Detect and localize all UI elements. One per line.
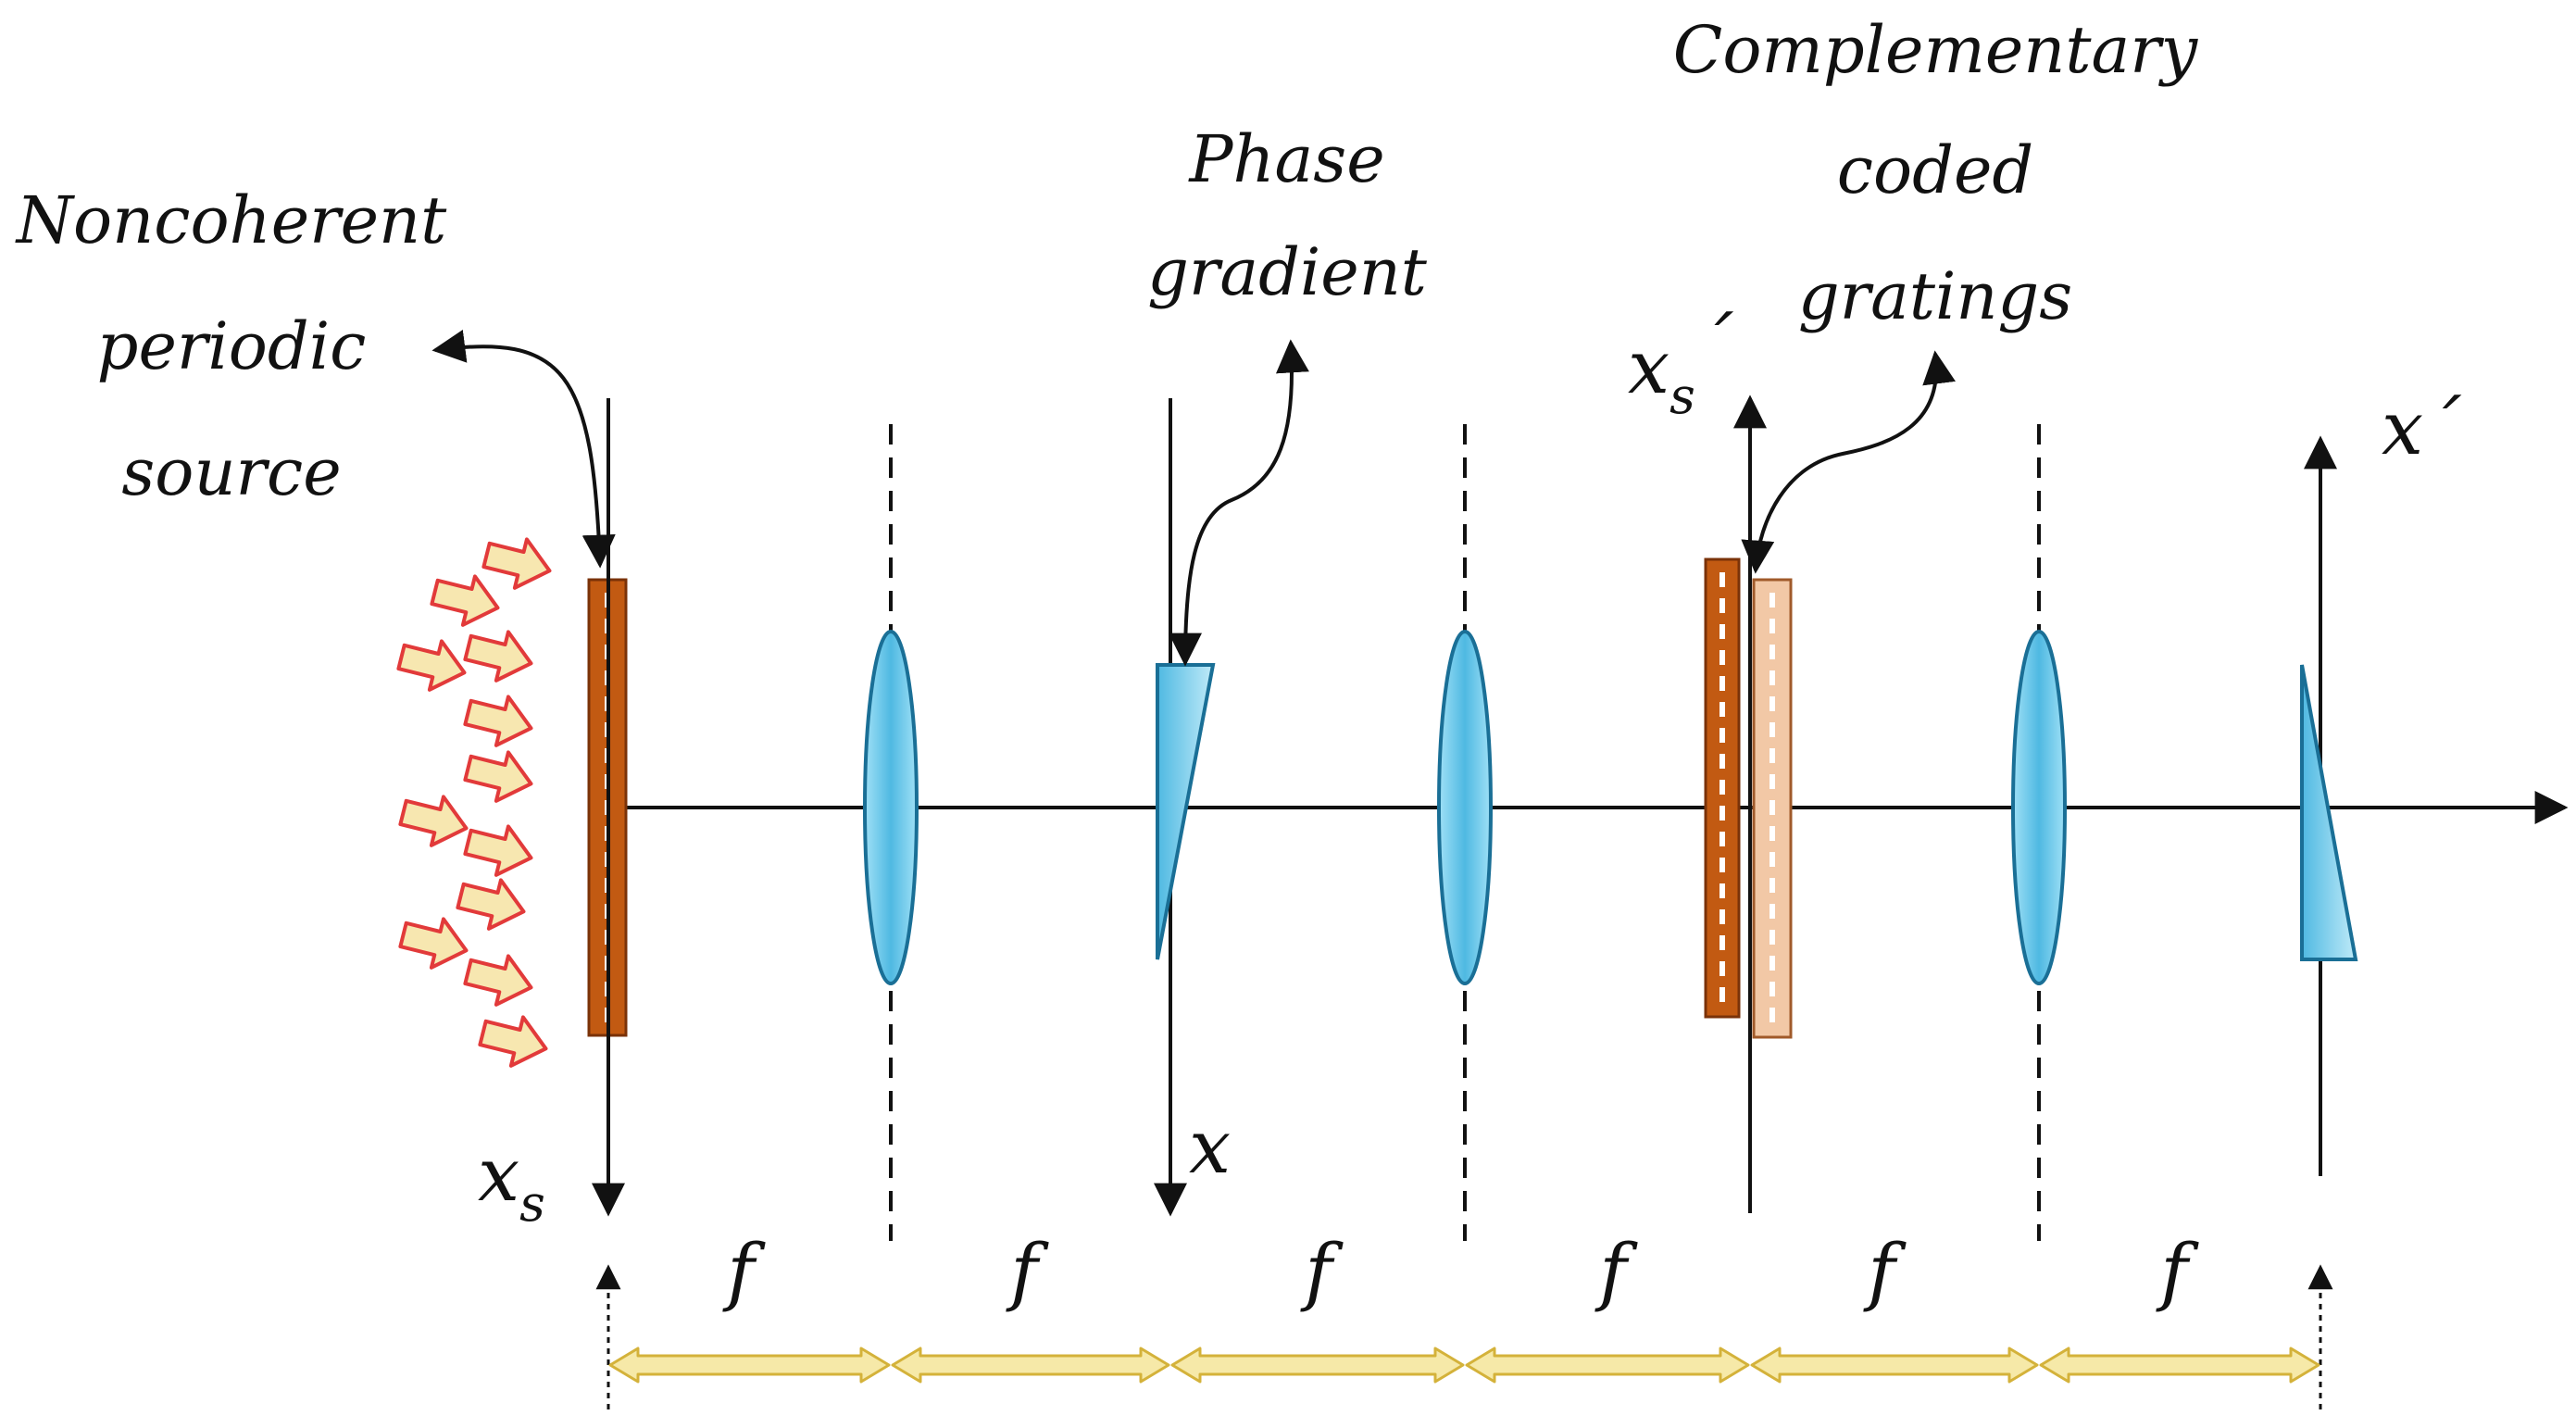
focal-span-arrow-4 xyxy=(1465,1347,1750,1384)
x-label: x xyxy=(1189,1104,1231,1190)
light-arrow-12 xyxy=(478,1015,548,1068)
phase-pointer-arrow xyxy=(1169,339,1309,667)
xs-label: xs xyxy=(478,1132,545,1233)
coded-grating-dark xyxy=(1704,557,1741,1019)
xs-prime-label: xs´ xyxy=(1628,302,1734,425)
lens-1 xyxy=(863,630,919,985)
light-arrow-2 xyxy=(430,574,500,627)
gratings-label-line-1: Complementary xyxy=(1673,12,2199,88)
focal-span-arrow-6 xyxy=(2039,1347,2320,1384)
gratings-label-line-2: coded xyxy=(1837,132,2033,208)
focal-span-arrow-3 xyxy=(1170,1347,1465,1384)
gratings-label-line-3: gratings xyxy=(1798,258,2072,334)
phase-gradient-prism xyxy=(1156,663,1216,960)
light-arrow-1 xyxy=(481,537,552,590)
focal-span-arrow-5 xyxy=(1750,1347,2039,1384)
light-arrow-7 xyxy=(398,795,469,847)
light-arrow-4 xyxy=(396,639,467,692)
light-arrow-8 xyxy=(463,824,533,877)
light-arrow-3 xyxy=(463,630,533,683)
focal-span-arrow-1 xyxy=(608,1347,891,1384)
focal-label-1: f xyxy=(722,1228,766,1314)
x-prime-label: x´ xyxy=(2382,385,2462,471)
source-pointer-arrow xyxy=(431,330,616,569)
focal-span-arrow-2 xyxy=(891,1347,1170,1384)
source-label-line-1: Noncoherent xyxy=(15,182,447,258)
light-arrow-11 xyxy=(463,954,533,1007)
phase-label-line-1: Phase xyxy=(1187,121,1384,197)
focal-label-5: f xyxy=(1863,1228,1907,1314)
focal-label-3: f xyxy=(1300,1228,1344,1314)
light-arrow-10 xyxy=(398,917,469,970)
gratings-pointer-arrow xyxy=(1741,350,1956,574)
incident-light-arrows xyxy=(396,537,552,1068)
source-label-line-3: source xyxy=(121,434,341,510)
source-label-line-2: periodic xyxy=(97,308,367,384)
coded-grating-light xyxy=(1752,578,1793,1039)
focal-label-6: f xyxy=(2156,1228,2199,1314)
lens-2 xyxy=(1437,630,1493,985)
light-arrow-5 xyxy=(463,695,533,747)
focal-label-2: f xyxy=(1006,1228,1049,1314)
focal-spans xyxy=(608,1347,2320,1384)
focal-label-4: f xyxy=(1594,1228,1638,1314)
light-arrow-9 xyxy=(456,878,526,931)
lens-3 xyxy=(2011,630,2067,985)
output-prism xyxy=(2300,664,2358,961)
light-arrow-6 xyxy=(463,750,533,803)
phase-label-line-2: gradient xyxy=(1147,234,1428,310)
